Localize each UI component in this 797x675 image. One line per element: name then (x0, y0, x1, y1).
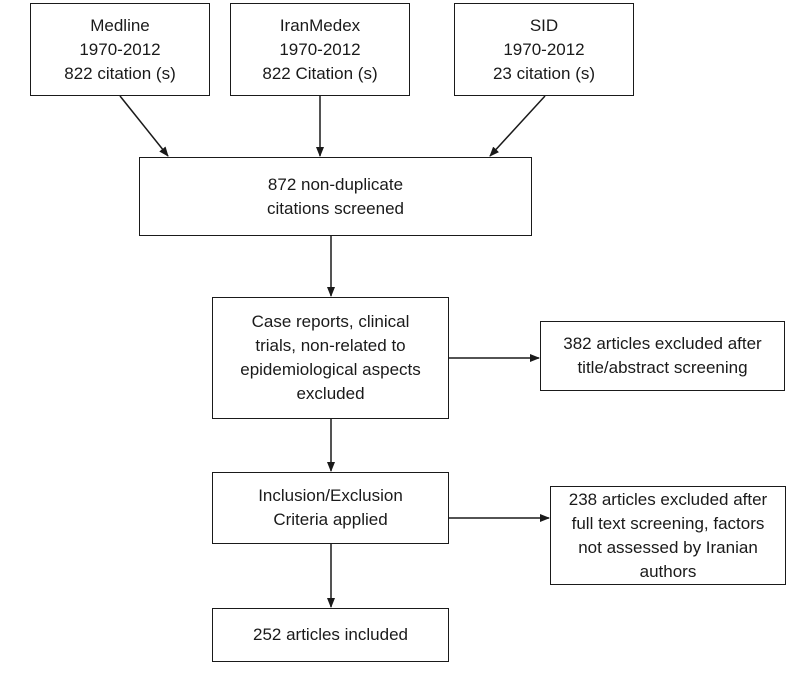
case-reports-line-4: excluded (296, 384, 365, 403)
source-iranmedex-name: IranMedex (279, 15, 361, 35)
source-iranmedex-count: 822 Citation (s) (262, 63, 378, 83)
nonduplicate-line-1: 872 non-duplicate (267, 174, 404, 194)
title-abstract-line-2: title/abstract screening (577, 358, 748, 377)
source-medline-box: Medline 1970-2012 822 citation (s) (30, 3, 210, 96)
source-iranmedex-box: IranMedex 1970-2012 822 Citation (s) (230, 3, 410, 96)
source-sid-name: SID (529, 15, 559, 35)
nonduplicate-citations-box: 872 non-duplicate citations screened (139, 157, 532, 236)
full-text-line-3: not assessed by Iranian (578, 537, 758, 557)
source-medline-count: 822 citation (s) (64, 63, 176, 83)
source-sid-box: SID 1970-2012 23 citation (s) (454, 3, 634, 96)
title-abstract-excluded-box: 382 articles excluded after title/abstra… (540, 321, 785, 391)
full-text-line-1: 238 articles excluded after (568, 489, 768, 509)
arrow-medline-to-nondup (119, 95, 169, 157)
source-iranmedex-years: 1970-2012 (279, 39, 361, 59)
full-text-line-4: authors (639, 561, 697, 581)
inclusion-criteria-box: Inclusion/Exclusion Criteria applied (212, 472, 449, 544)
arrow-sid-to-nondup (489, 95, 546, 157)
case-reports-line-3: epidemiological aspects (240, 360, 421, 379)
source-sid-count: 23 citation (s) (492, 63, 596, 83)
source-medline-years: 1970-2012 (79, 39, 161, 59)
inclusion-line-1: Inclusion/Exclusion (258, 486, 403, 505)
articles-included-line: 252 articles included (253, 625, 408, 644)
inclusion-line-2: Criteria applied (273, 510, 388, 529)
source-sid-years: 1970-2012 (503, 39, 585, 59)
source-medline-name: Medline (90, 15, 150, 35)
nonduplicate-line-2: citations screened (266, 198, 405, 218)
title-abstract-line-1: 382 articles excluded after (563, 334, 762, 353)
case-reports-line-1: Case reports, clinical (251, 312, 410, 331)
full-text-excluded-box: 238 articles excluded after full text sc… (550, 486, 786, 585)
articles-included-box: 252 articles included (212, 608, 449, 662)
case-reports-line-2: trials, non-related to (255, 336, 406, 355)
full-text-line-2: full text screening, factors (571, 513, 765, 533)
case-reports-excluded-box: Case reports, clinical trials, non-relat… (212, 297, 449, 419)
